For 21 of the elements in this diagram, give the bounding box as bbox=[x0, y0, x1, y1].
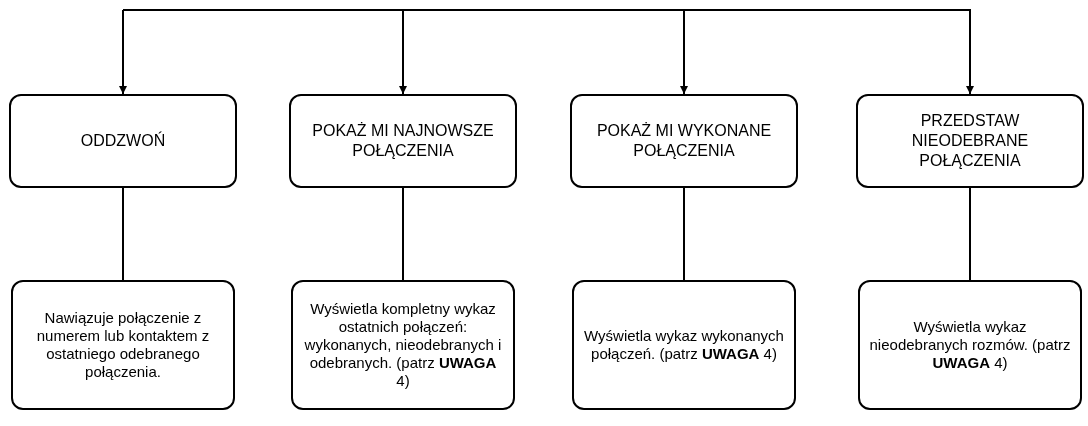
description-text: Wyświetla wykaz wykonanych połączeń. (patrz UWAGA 4) bbox=[583, 327, 785, 363]
action-box bbox=[289, 94, 517, 188]
arrow bbox=[119, 9, 127, 95]
action-box bbox=[856, 94, 1084, 188]
description-box bbox=[291, 280, 515, 410]
action-box bbox=[9, 94, 237, 188]
action-label: PRZEDSTAW NIEODEBRANE POŁĄCZENIA bbox=[910, 111, 1030, 171]
action-label: POKAŻ MI WYKONANE POŁĄCZENIA bbox=[595, 121, 773, 161]
action-label: ODDZWOŃ bbox=[80, 131, 166, 151]
description-box bbox=[572, 280, 796, 410]
action-label: POKAŻ MI NAJNOWSZE POŁĄCZENIA bbox=[311, 121, 495, 161]
description-box bbox=[858, 280, 1082, 410]
connector-line bbox=[969, 187, 971, 281]
connector-line bbox=[402, 187, 404, 281]
description-text: Nawiązuje połączenie z numerem lub kontaktem z ostatniego odebranego połączenia. bbox=[35, 309, 211, 381]
connector-line bbox=[683, 187, 685, 281]
description-box bbox=[11, 280, 235, 410]
description-text: Wyświetla wykaz nieodebranych rozmów. (patrz UWAGA 4) bbox=[868, 318, 1072, 372]
action-box bbox=[570, 94, 798, 188]
description-text: Wyświetla kompletny wykaz ostatnich połączeń: wykonanych, nieodebranych i odebranych. (patrz UWAGA 4) bbox=[303, 300, 503, 390]
connector-line bbox=[122, 187, 124, 281]
